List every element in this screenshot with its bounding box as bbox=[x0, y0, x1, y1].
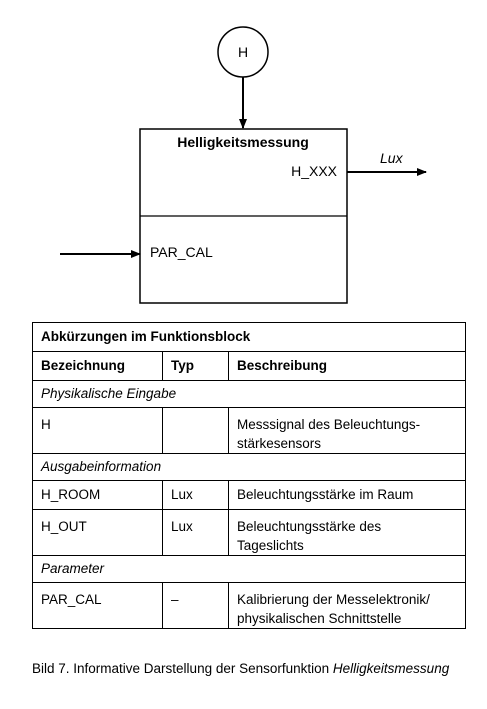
column-header-beschreibung: Beschreibung bbox=[228, 351, 466, 381]
section-row: Ausgabeinformation bbox=[32, 453, 466, 481]
block-title: Helligkeitsmessung bbox=[177, 134, 309, 150]
cell-typ bbox=[162, 407, 229, 454]
section-label: Ausgabeinformation bbox=[32, 453, 466, 481]
cell-beschreibung: Messsignal des Beleuchtungs-stärkesensor… bbox=[228, 407, 466, 454]
table-header-row: Bezeichnung Typ Beschreibung bbox=[32, 351, 466, 381]
table-row: PAR_CAL – Kalibrierung der Messelektroni… bbox=[32, 582, 466, 629]
table-title: Abkürzungen im Funktionsblock bbox=[32, 322, 466, 352]
figure-caption: Bild 7. Informative Darstellung der Sens… bbox=[32, 659, 468, 678]
cell-beschreibung: Beleuchtungsstärke im Raum bbox=[228, 480, 466, 510]
section-row: Physikalische Eingabe bbox=[32, 380, 466, 408]
table-row: H Messsignal des Beleuchtungs-stärkesens… bbox=[32, 407, 466, 454]
description-line: Beleuchtungsstärke des bbox=[237, 519, 382, 534]
caption-italic-text: Helligkeits­messung bbox=[332, 661, 450, 676]
cell-bezeichnung: H_OUT bbox=[32, 509, 163, 556]
column-header-bezeichnung: Bezeichnung bbox=[32, 351, 163, 381]
section-label: Physikalische Eingabe bbox=[32, 380, 466, 408]
cell-typ: – bbox=[162, 582, 229, 629]
parameter-label: PAR_CAL bbox=[150, 244, 213, 260]
description-line: physikalischen Schnittstelle bbox=[237, 611, 402, 626]
description-line: Tageslichts bbox=[237, 538, 304, 553]
function-block: Helligkeitsmessung H_XXX PAR_CAL bbox=[139, 128, 348, 304]
cell-beschreibung: Kalibrierung der Messelektronik/physikal… bbox=[228, 582, 466, 629]
table-title-row: Abkürzungen im Funktionsblock bbox=[32, 322, 466, 352]
description-line: stärkesensors bbox=[237, 436, 322, 451]
column-header-typ: Typ bbox=[162, 351, 229, 381]
output-label: H_XXX bbox=[291, 163, 338, 179]
abbreviations-table: Abkürzungen im Funktionsblock Bezeichnun… bbox=[32, 322, 466, 629]
function-block-diagram: H Helligkeitsmessung H_XXX PAR_CAL Lux bbox=[60, 26, 427, 304]
input-node: H bbox=[217, 26, 269, 78]
section-label: Parameter bbox=[32, 555, 466, 583]
cell-typ: Lux bbox=[162, 480, 229, 510]
input-node-label: H bbox=[238, 44, 248, 60]
output-unit-label: Lux bbox=[380, 150, 404, 166]
caption-text: Bild 7. Informative Darstellung der Sens… bbox=[32, 661, 333, 676]
description-line: Messsignal des Beleuchtungs- bbox=[237, 417, 421, 432]
section-row: Parameter bbox=[32, 555, 466, 583]
cell-typ: Lux bbox=[162, 509, 229, 556]
description-line: Kalibrierung der Messelektronik/ bbox=[237, 592, 430, 607]
table-row: H_ROOM Lux Beleuchtungsstärke im Raum bbox=[32, 480, 466, 510]
cell-bezeichnung: H_ROOM bbox=[32, 480, 163, 510]
cell-bezeichnung: H bbox=[32, 407, 163, 454]
cell-bezeichnung: PAR_CAL bbox=[32, 582, 163, 629]
